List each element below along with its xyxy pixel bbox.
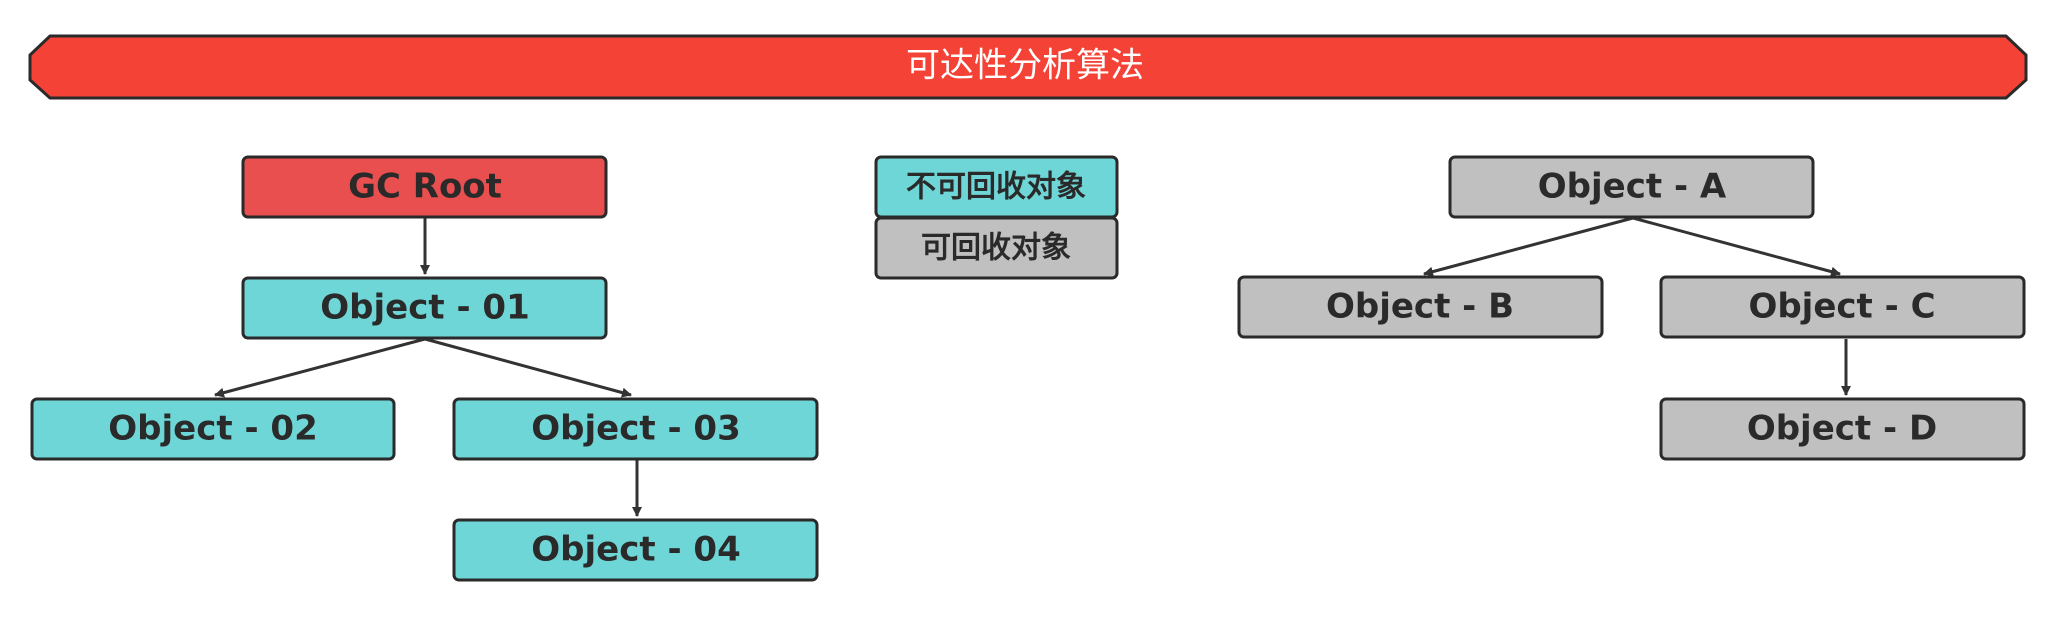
node-object-01-label: Object - 01 (320, 288, 529, 328)
edges-right-tree (1423, 216, 1851, 396)
node-object-c-label: Object - C (1748, 287, 1935, 327)
legend-unreachable-label: 可回收对象 (921, 231, 1071, 266)
node-object-02: Object - 02 (30, 397, 396, 461)
banner-shape (28, 34, 2028, 100)
node-object-d: Object - D (1659, 397, 2026, 461)
edge-a-to-c (1632, 216, 1841, 277)
node-object-b-label: Object - B (1326, 287, 1514, 327)
node-object-a-label: Object - A (1538, 167, 1727, 207)
node-object-03: Object - 03 (452, 397, 819, 461)
legend: 不可回收对象 可回收对象 (874, 155, 1119, 280)
node-object-a: Object - A (1448, 155, 1815, 219)
node-object-b: Object - B (1237, 275, 1604, 339)
legend-reachable: 不可回收对象 (874, 155, 1119, 219)
edge-01-to-03 (424, 337, 632, 398)
legend-unreachable: 可回收对象 (874, 216, 1119, 280)
node-gc-root-label: GC Root (348, 167, 502, 207)
node-object-03-label: Object - 03 (531, 409, 740, 449)
node-object-04-label: Object - 04 (531, 530, 740, 570)
node-object-c: Object - C (1659, 275, 2026, 339)
node-object-d-label: Object - D (1747, 409, 1937, 449)
legend-reachable-label: 不可回收对象 (906, 170, 1086, 205)
edge-a-to-b (1423, 216, 1634, 277)
node-object-02-label: Object - 02 (108, 409, 317, 449)
edge-01-to-02 (214, 337, 426, 398)
node-object-04: Object - 04 (452, 518, 819, 582)
node-gc-root: GC Root (241, 155, 608, 219)
title-banner: 可达性分析算法 (28, 34, 2028, 100)
edges-left-tree (214, 218, 642, 517)
banner-title: 可达性分析算法 (906, 46, 1144, 86)
node-object-01: Object - 01 (241, 276, 608, 340)
